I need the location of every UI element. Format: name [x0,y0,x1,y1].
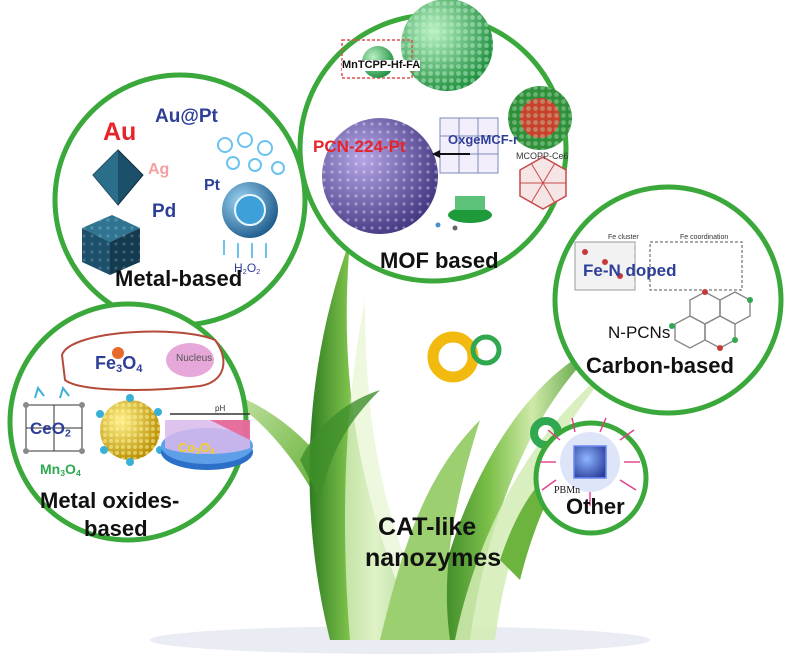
pbmn-label: PBMn [554,485,581,496]
co3o4-label: Co3O4 [178,440,215,456]
center-title-line1: CAT-like [378,513,477,541]
metal-based-title: Metal-based [115,266,243,291]
other-bubble [533,417,649,536]
carbon-based-title: Carbon-based [586,353,734,378]
ag-label: Ag [148,161,170,178]
mn3o4-label: Mn3O4 [40,461,81,479]
nucleus-label: Nucleus [176,353,213,364]
pbmn-particle-icon [540,417,640,506]
plant-stems [210,240,620,640]
metal-oxides-bubble [7,301,253,543]
ring-green-icon [470,334,502,366]
center-title-line2: nanozymes [365,544,502,572]
metal-oxides-title-line1: Metal oxides- [40,488,180,513]
pd-label: Pd [152,201,177,222]
mcopp-label: MCOPP-Ce6 [516,151,569,161]
ceo2-label: CeO2 [30,419,71,440]
ph-label: pH [215,404,226,413]
carbon-based-bubble [552,184,784,416]
h2o2-label: H2O2 [234,261,261,276]
aupt-label: Au@Pt [155,106,218,127]
nucleus-icon [166,343,214,377]
pt-label: Pt [204,177,220,194]
ring-yellow-icon [427,331,479,383]
fen-doped-label: Fe-N doped [583,261,677,280]
framework-icon [439,117,499,174]
fe-cluster-label: Fe cluster [608,234,639,241]
oxgemcf-label: OxgeMCF-r [448,132,519,147]
pcn-label: PCN-224-Pt [313,137,406,156]
ceo2-lattice-icon [25,404,83,452]
au-label: Au [103,118,137,146]
npcn-label: N-PCNs [608,323,671,342]
fe-coordination-label: Fe coordination [680,234,729,241]
mof-based-bubble [297,0,572,284]
fe3o4-label: Fe3O4 [95,353,143,375]
mof-based-title: MOF based [380,248,499,273]
mntcpp-label: MnTCPP-Hf-FA [342,59,421,71]
other-title: Other [566,494,625,519]
metal-oxides-title-line2: based [84,516,148,541]
